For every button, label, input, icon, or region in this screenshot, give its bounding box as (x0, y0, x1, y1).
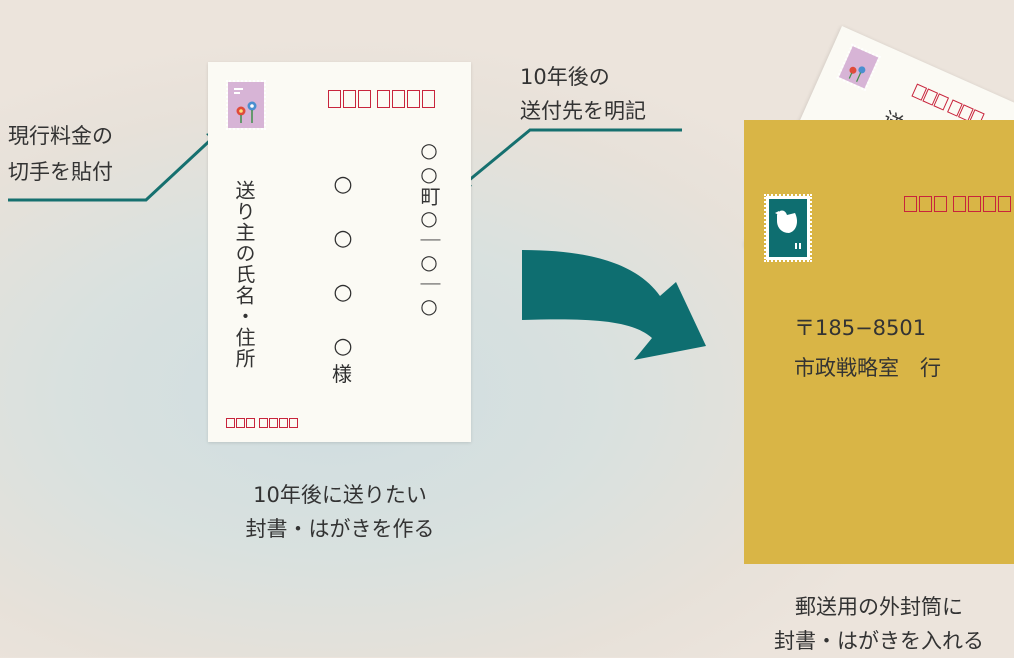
postcard: ○○町○｜○｜○ ○ ○ ○ ○ 様 送り主の氏名・住所 (208, 62, 471, 442)
envelope-postal-boxes (904, 196, 1011, 212)
stamp-note-line2: 切手を貼付 (8, 160, 113, 184)
back-card-stamp (836, 43, 882, 92)
dove-icon (775, 210, 801, 249)
name-char-4: ○ (333, 334, 353, 359)
dove-stamp-face (769, 199, 807, 257)
address-note-line2: 送付先を明記 (520, 99, 646, 123)
address-note-line1: 10年後の (520, 65, 610, 89)
big-arrow (522, 250, 706, 360)
envelope-addressee: 市政戦略室 行 (794, 356, 941, 380)
envelope-caption: 郵送用の外封筒に 封書・はがきを入れる (744, 590, 1014, 658)
envelope-flap (744, 116, 1014, 186)
envelope-postal-code: 〒185−8501 (794, 316, 927, 340)
name-char-3: ○ (333, 280, 353, 305)
flower-icon (234, 88, 257, 123)
stamp-note-line1: 現行料金の (8, 124, 113, 148)
sender-postal-boxes (226, 418, 298, 428)
flower-icon (848, 66, 866, 82)
honorific: 様 (332, 362, 352, 386)
address-leader-line (461, 128, 682, 188)
stamp-leader-line (8, 131, 220, 202)
card-caption-line2: 封書・はがきを作る (245, 517, 435, 541)
name-char-1: ○ (333, 172, 353, 197)
recipient-address: ○○町○｜○｜○ (417, 138, 441, 318)
envelope-caption-line1: 郵送用の外封筒に (795, 595, 963, 619)
stamp-note: 現行料金の 切手を貼付 (8, 118, 113, 190)
name-char-2: ○ (333, 226, 353, 251)
envelope: 〒185−8501 市政戦略室 行 (744, 120, 1014, 564)
sender-label: 送り主の氏名・住所 (232, 180, 256, 369)
envelope-caption-line2: 封書・はがきを入れる (774, 629, 984, 653)
card-caption: 10年後に送りたい 封書・はがきを作る (190, 478, 490, 546)
envelope-stamp (764, 194, 812, 262)
back-postcard: ○ 送り (744, 26, 1014, 339)
postcard-stamp (226, 80, 266, 130)
address-note: 10年後の 送付先を明記 (520, 60, 646, 128)
recipient-name: ○ ○ ○ ○ (330, 158, 356, 374)
card-caption-line1: 10年後に送りたい (253, 483, 427, 507)
postal-code-boxes (328, 90, 435, 108)
